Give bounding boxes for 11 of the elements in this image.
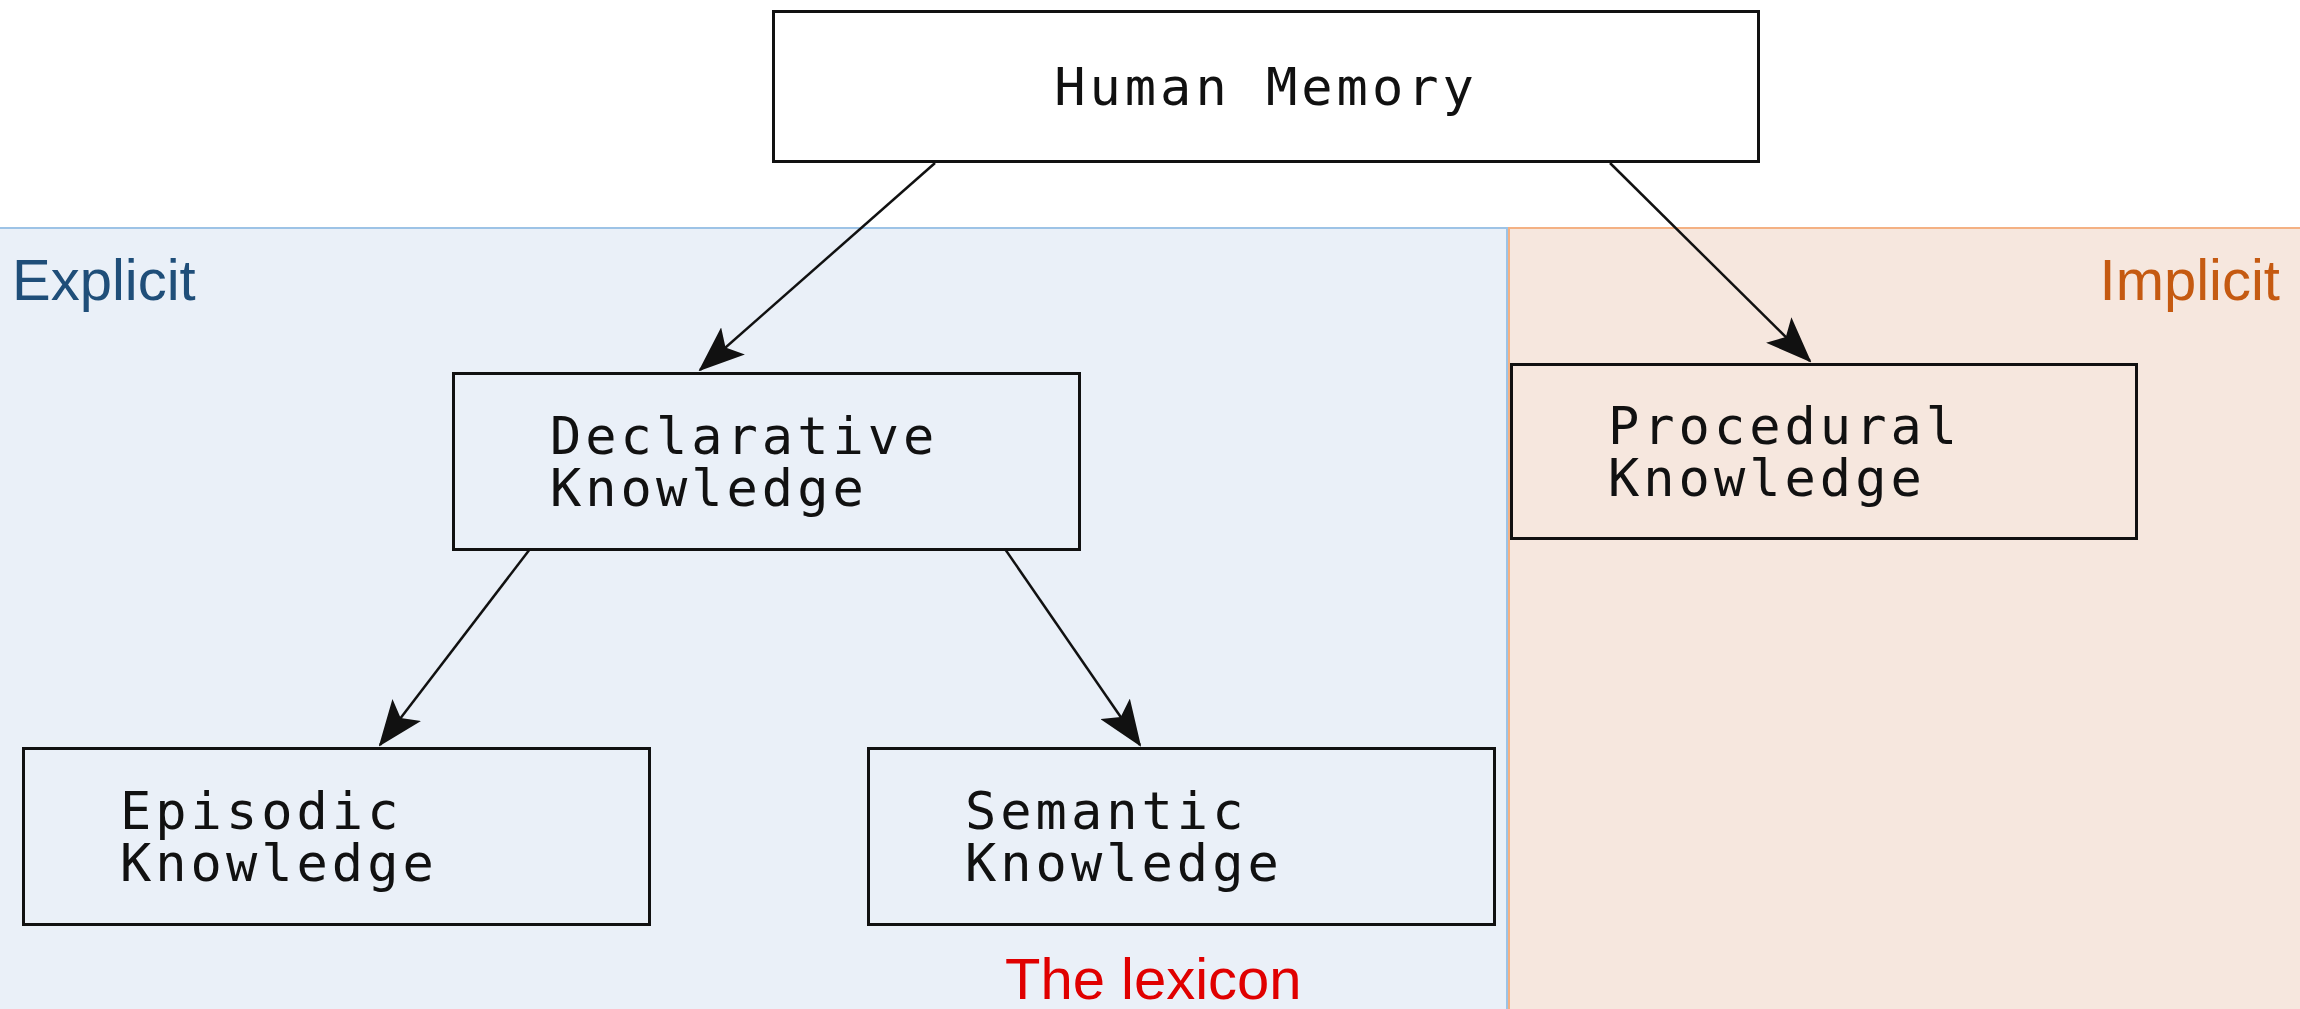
- annotation-text: The lexicon: [1005, 950, 1302, 1008]
- concept-box: [1510, 363, 2138, 540]
- region-band: [0, 227, 1508, 1009]
- concept-box: [22, 747, 651, 926]
- region-band: [1508, 227, 2300, 1009]
- arrow: [1609, 162, 1812, 363]
- concept-box: [452, 372, 1081, 551]
- arrow: [1003, 548, 1142, 747]
- arrow: [378, 548, 531, 747]
- arrow: [698, 162, 936, 372]
- concept-box: [772, 10, 1760, 163]
